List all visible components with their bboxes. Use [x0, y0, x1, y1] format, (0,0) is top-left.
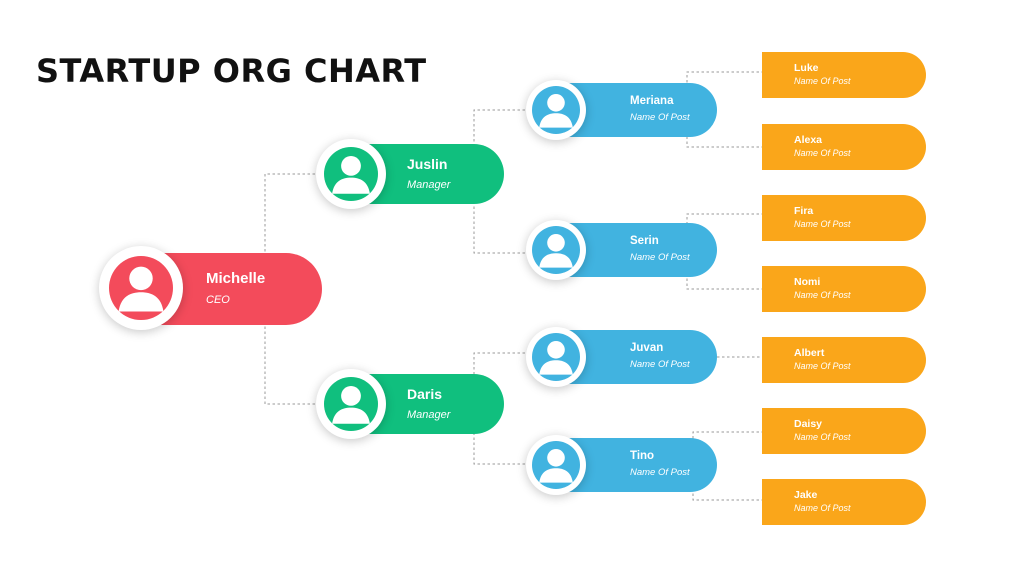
connector-serin-nomi [686, 250, 764, 290]
node-post: Name Of Post [630, 252, 690, 264]
staff-card-jake: Jake Name Of Post [762, 479, 926, 525]
connector-tino-daisy [692, 431, 764, 465]
connector-ceo-daris [264, 289, 320, 405]
person-icon [324, 377, 378, 431]
node-name: Luke [794, 61, 819, 74]
node-name: Meriana [630, 95, 674, 108]
node-post: Name Of Post [794, 219, 851, 230]
staff-card-alexa: Alexa Name Of Post [762, 124, 926, 170]
node-name: Serin [630, 235, 659, 248]
staff-card-albert: Albert Name Of Post [762, 337, 926, 383]
lead-avatar-juvan [526, 327, 586, 387]
node-name: Daisy [794, 417, 823, 430]
node-post: Name Of Post [630, 112, 690, 124]
node-name: Juvan [630, 342, 664, 355]
page-title: STARTUP ORG CHART [36, 52, 427, 90]
person-icon [532, 86, 580, 134]
node-post: Name Of Post [630, 359, 690, 371]
node-name: Juslin [407, 155, 448, 172]
node-post: Name Of Post [794, 361, 851, 372]
node-post: Name Of Post [630, 467, 690, 479]
staff-card-fira: Fira Name Of Post [762, 195, 926, 241]
node-post: Name Of Post [794, 432, 851, 443]
lead-card-tino: Tino Name Of Post [557, 438, 717, 492]
person-icon [532, 333, 580, 381]
person-icon [324, 147, 378, 201]
connector-tino-jake [692, 465, 764, 501]
node-name: Alexa [794, 133, 823, 146]
person-icon [532, 441, 580, 489]
lead-avatar-tino [526, 435, 586, 495]
ceo-avatar [99, 246, 183, 330]
node-name: Daris [407, 385, 443, 402]
node-post: Name Of Post [794, 290, 851, 301]
node-post: CEO [206, 294, 230, 307]
node-name: Tino [630, 450, 655, 463]
lead-card-meriana: Meriana Name Of Post [557, 83, 717, 137]
connector-ceo-juslin [264, 173, 320, 289]
connector-juslin-serin [473, 174, 530, 254]
node-name: Jake [794, 488, 818, 501]
lead-avatar-serin [526, 220, 586, 280]
node-name: Michelle [206, 270, 266, 288]
staff-card-daisy: Daisy Name Of Post [762, 408, 926, 454]
connector-juslin-meriana [473, 109, 530, 174]
node-post: Name Of Post [794, 76, 851, 87]
manager-avatar-daris [316, 369, 386, 439]
lead-avatar-meriana [526, 80, 586, 140]
node-name: Nomi [794, 275, 821, 288]
staff-card-nomi: Nomi Name Of Post [762, 266, 926, 312]
staff-card-luke: Luke Name Of Post [762, 52, 926, 98]
node-post: Name Of Post [794, 503, 851, 514]
node-post: Manager [407, 178, 451, 191]
node-post: Manager [407, 408, 451, 421]
node-post: Name Of Post [794, 148, 851, 159]
person-icon [532, 226, 580, 274]
manager-avatar-juslin [316, 139, 386, 209]
person-icon [109, 256, 173, 320]
node-name: Albert [794, 346, 825, 359]
node-name: Fira [794, 204, 814, 217]
